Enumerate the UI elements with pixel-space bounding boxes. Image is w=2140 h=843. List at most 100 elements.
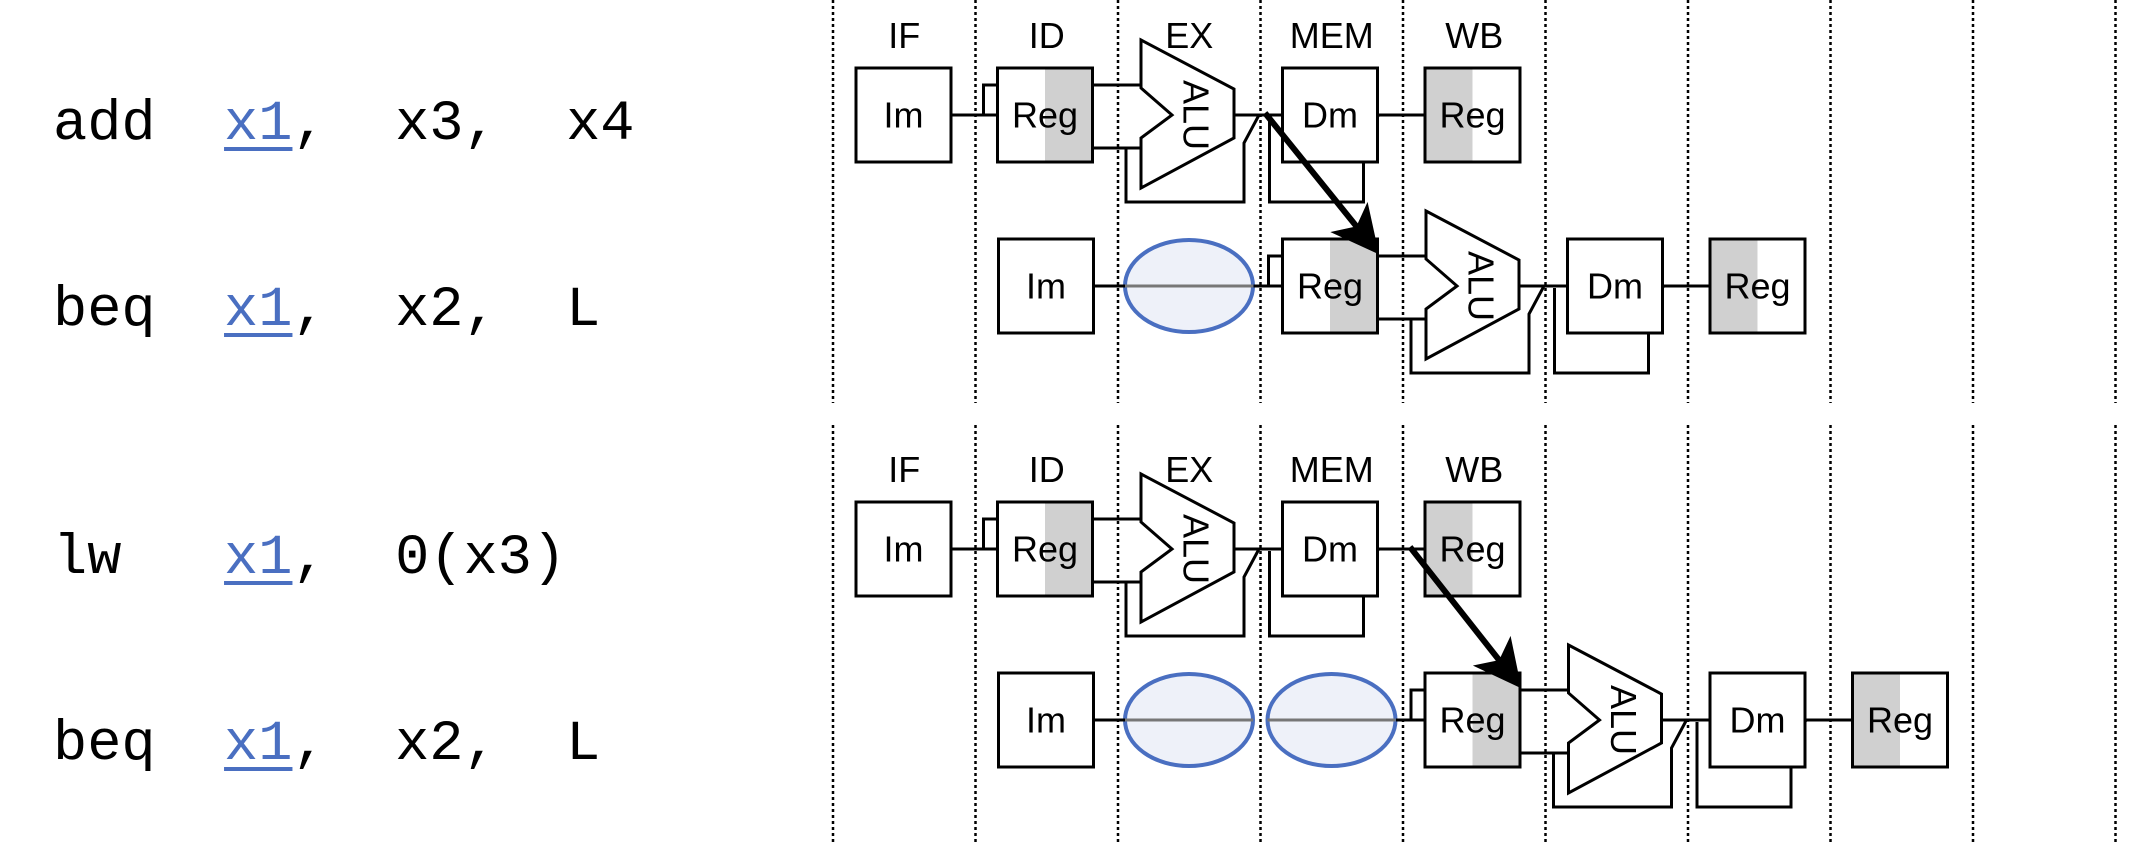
instruction-beq: beq x1, x2, L [53, 717, 600, 774]
unit-background [998, 239, 1094, 333]
opcode: lw [53, 527, 225, 591]
register-file: Reg [1708, 237, 1807, 335]
alu-label: ALU [1603, 685, 1644, 755]
write-shade [1710, 239, 1758, 333]
unit-background [1710, 673, 1805, 767]
data-memory: Dm [1281, 500, 1379, 598]
register-file: Reg [996, 500, 1094, 598]
read-shade [1472, 673, 1520, 767]
unit-label: Reg [1012, 95, 1078, 136]
stage-label-mem: MEM [1290, 15, 1374, 56]
stage-label-ex: EX [1165, 449, 1213, 490]
register-file: Reg [1851, 671, 1949, 769]
register-file: Reg [1281, 237, 1379, 335]
unit-background [856, 502, 951, 596]
instruction-add: add x1, x3, x4 [53, 97, 635, 154]
alu-label: ALU [1461, 251, 1502, 321]
unit-label: Im [884, 529, 924, 570]
stage-label-id: ID [1029, 449, 1065, 490]
unit-label: Im [1026, 266, 1066, 307]
read-shade [1045, 68, 1093, 162]
pipeline-row-lw: Im Reg ALU Dm Reg [854, 471, 1522, 638]
unit-label: Dm [1730, 700, 1786, 741]
unit-label: Dm [1302, 95, 1358, 136]
unit-label: Dm [1587, 266, 1643, 307]
stage-label-wb: WB [1445, 15, 1503, 56]
alu-bypass-wire [1409, 285, 1546, 375]
unit-label: Reg [1297, 266, 1363, 307]
reg-input-bracket [982, 83, 998, 115]
instruction-beq: beq x1, x2, L [53, 283, 600, 340]
unit-label: Dm [1302, 529, 1358, 570]
instruction-memory: Im [997, 671, 1095, 769]
data-memory: Dm [1281, 66, 1379, 164]
unit-label: Im [884, 95, 924, 136]
instruction-memory: Im [854, 66, 953, 164]
alu-bypass-wire [1124, 114, 1261, 204]
alu: ALU [1424, 208, 1521, 362]
unit-border [1423, 671, 1522, 769]
forwarding-arrow [1407, 545, 1522, 689]
instruction-memory: Im [854, 500, 953, 598]
unit-label: Reg [1439, 529, 1505, 570]
alu-bypass-wire [1552, 719, 1688, 809]
alu-label: ALU [1176, 514, 1217, 584]
unit-background [998, 673, 1094, 767]
read-shade [1330, 239, 1378, 333]
write-shade [1852, 673, 1900, 767]
operands: , x3, x4 [292, 93, 635, 157]
opcode: beq [53, 713, 225, 777]
operands: , x2, L [292, 713, 601, 777]
alu-bypass-wire [1124, 548, 1261, 638]
opcode: add [53, 93, 225, 157]
instruction-memory: Im [997, 237, 1095, 335]
stage-label-if: IF [888, 449, 920, 490]
forwarding-arrow [1262, 111, 1380, 255]
reg-input-bracket [1267, 254, 1283, 286]
data-memory: Dm [1708, 671, 1807, 769]
unit-label: Reg [1724, 266, 1790, 307]
opcode: beq [53, 279, 225, 343]
destination-register: x1 [224, 279, 293, 343]
unit-border [1281, 237, 1379, 335]
alu-shape [1139, 37, 1236, 191]
stall-bubble [1123, 672, 1255, 768]
reg-input-bracket [1409, 688, 1425, 720]
destination-register: x1 [224, 527, 293, 591]
register-file: Reg [1423, 66, 1522, 164]
unit-label: Reg [1867, 700, 1933, 741]
destination-register: x1 [224, 93, 293, 157]
unit-border [1423, 500, 1522, 598]
stage-label-mem: MEM [1290, 449, 1374, 490]
alu: ALU [1139, 471, 1236, 625]
register-file: Reg [996, 66, 1094, 164]
unit-background [1567, 239, 1663, 333]
operands: , 0(x3) [292, 527, 567, 591]
reg-input-bracket [982, 517, 998, 549]
unit-border [1423, 66, 1522, 164]
unit-label: Reg [1439, 95, 1505, 136]
destination-register: x1 [224, 713, 293, 777]
unit-border [1851, 671, 1949, 769]
operands: , x2, L [292, 279, 601, 343]
pipeline-row-beq: Im Reg ALU Dm Reg [997, 208, 1807, 375]
stage-label-id: ID [1029, 15, 1065, 56]
unit-background [856, 68, 951, 162]
alu-shape [1139, 471, 1236, 625]
unit-border [996, 500, 1094, 598]
stage-label-wb: WB [1445, 449, 1503, 490]
stage-label-if: IF [888, 15, 920, 56]
alu: ALU [1567, 642, 1663, 796]
unit-label: Reg [1439, 700, 1505, 741]
unit-label: Im [1026, 700, 1066, 741]
alu-shape [1567, 642, 1663, 796]
register-file: Reg [1423, 671, 1522, 769]
data-memory: Dm [1566, 237, 1664, 335]
unit-label: Reg [1012, 529, 1078, 570]
instruction-lw: lw x1, 0(x3) [53, 531, 566, 588]
unit-border [996, 66, 1094, 164]
read-shade [1045, 502, 1093, 596]
